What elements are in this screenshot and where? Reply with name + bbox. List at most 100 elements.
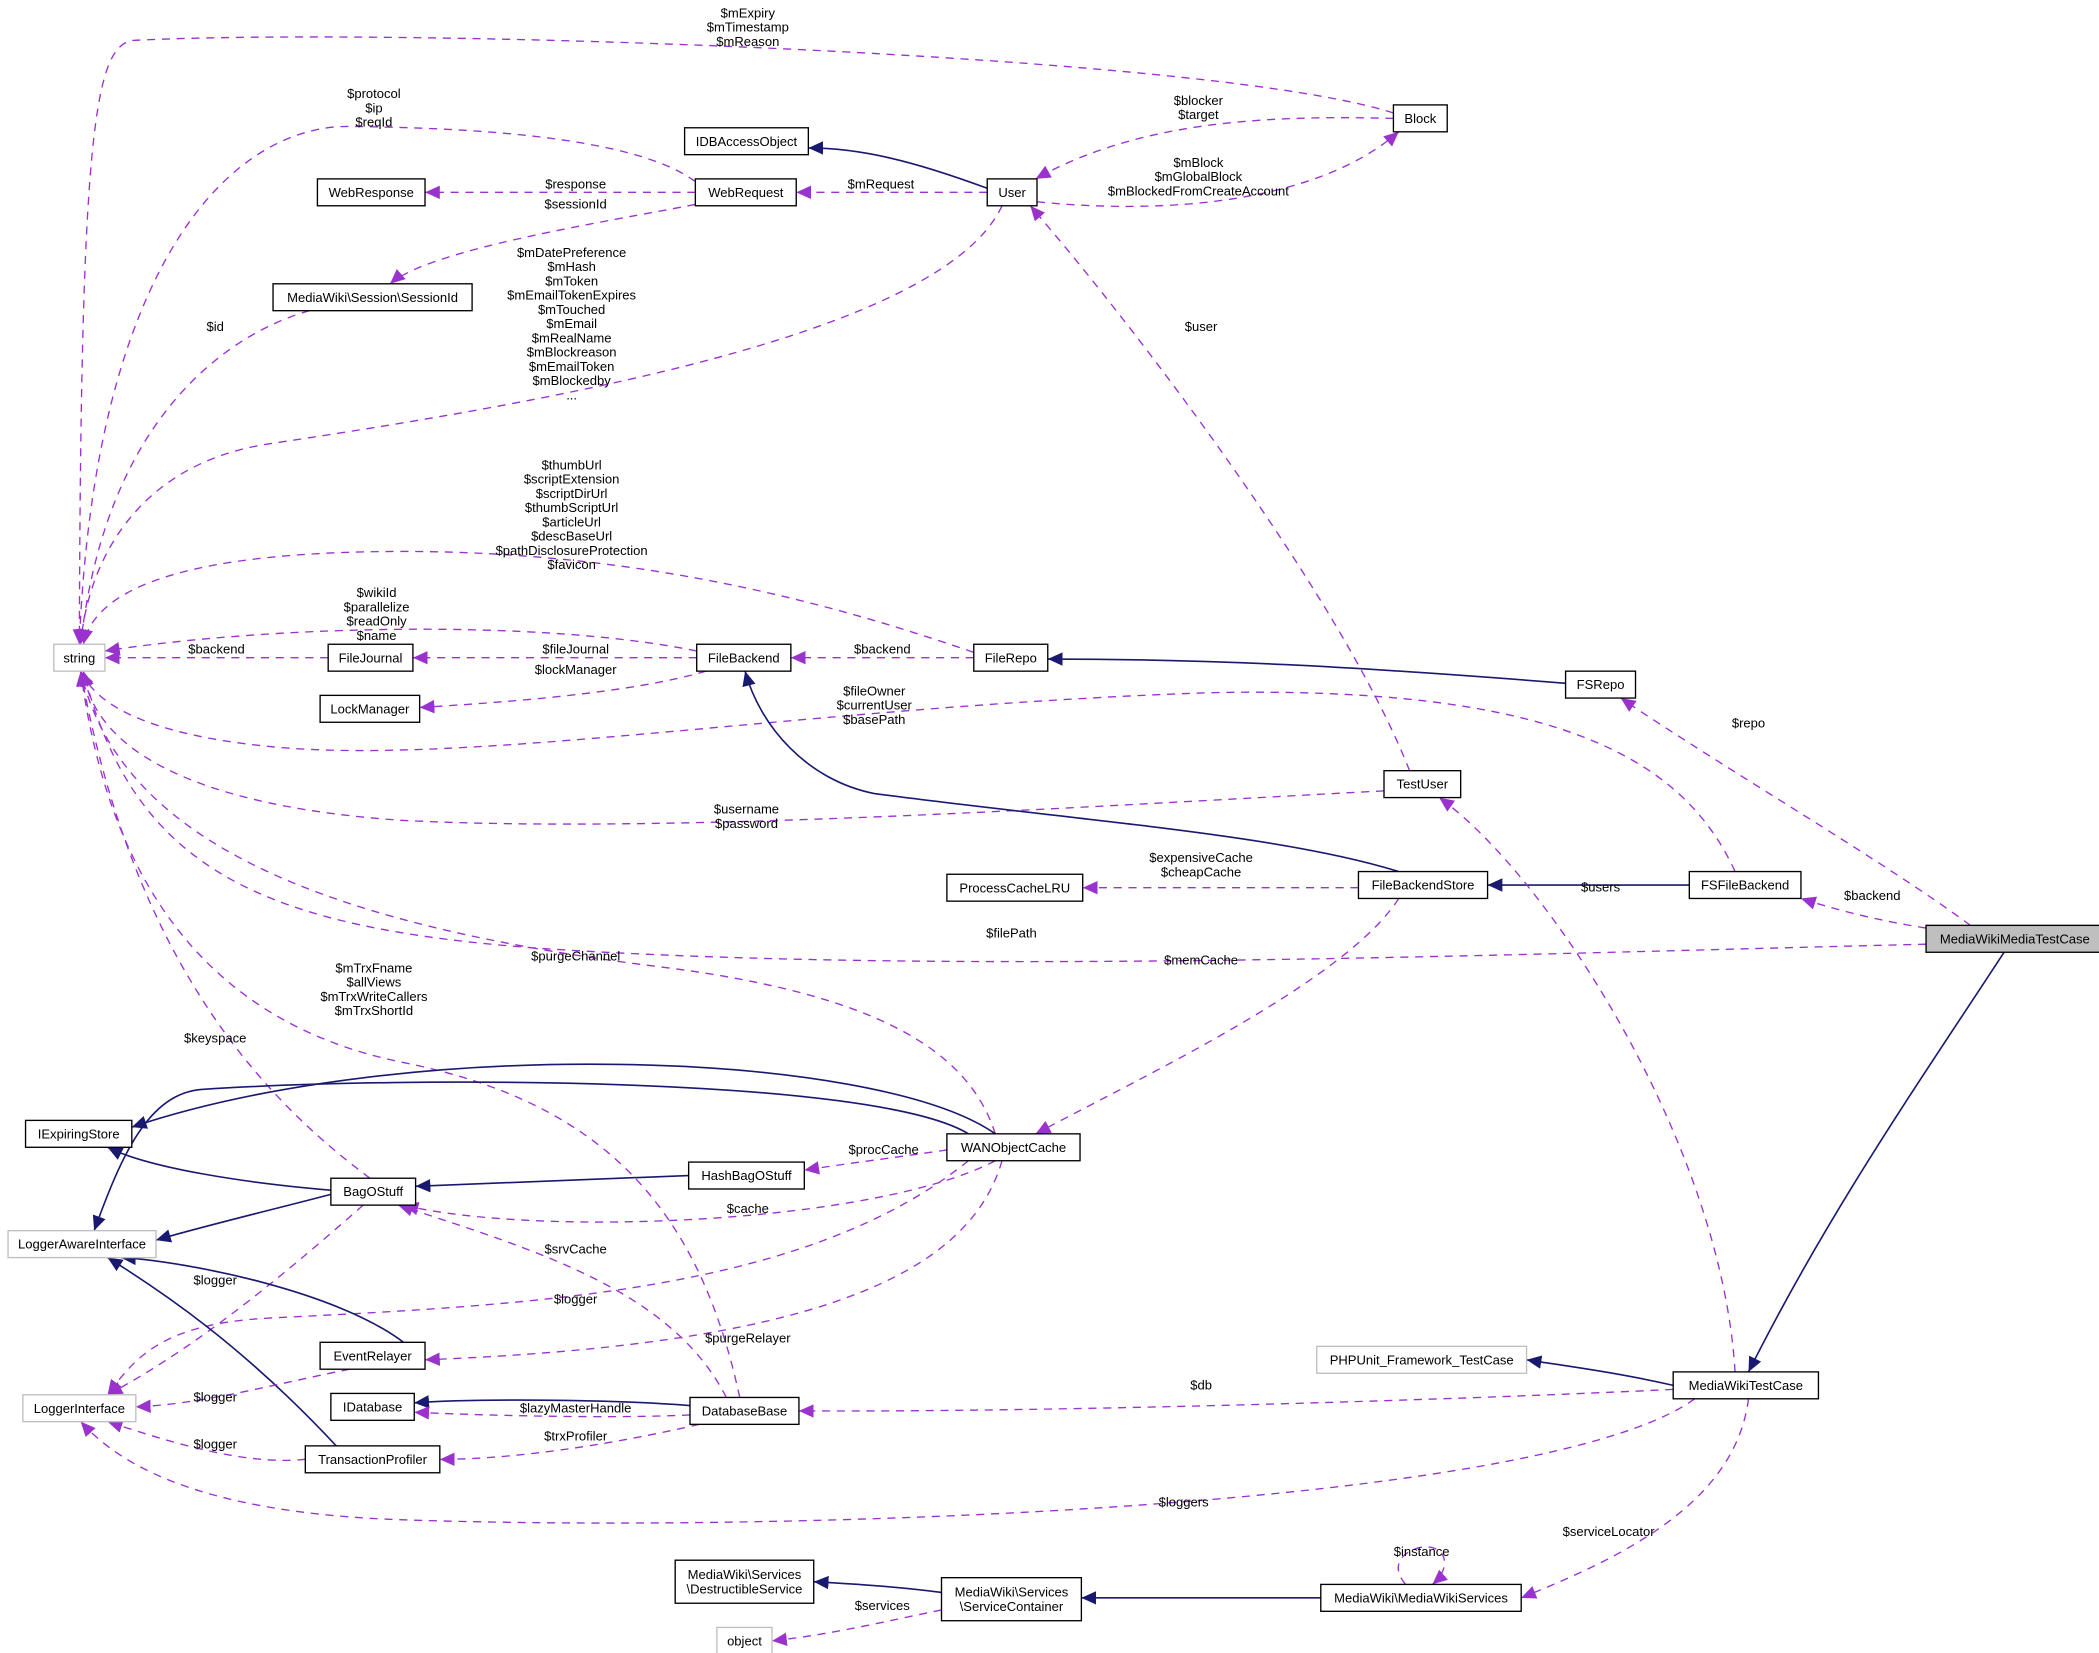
- class-node-loggerawareinterface[interactable]: LoggerAwareInterface: [7, 1230, 157, 1259]
- class-node-phpunit[interactable]: PHPUnit_Framework_TestCase: [1316, 1345, 1528, 1374]
- edge-label: $pathDisclosureProtection: [496, 543, 648, 558]
- edge-label: $scriptDirUrl: [536, 486, 608, 501]
- class-node-mediawikitestcase[interactable]: MediaWikiTestCase: [1672, 1371, 1820, 1400]
- class-node-label: string: [63, 650, 95, 665]
- class-node-idbaccessobject[interactable]: IDBAccessObject: [683, 127, 810, 156]
- edge-label: $mRequest: [848, 176, 915, 191]
- edge-label: $logger: [193, 1272, 237, 1287]
- class-node-box: [689, 1396, 800, 1426]
- class-node-filejournal[interactable]: FileJournal: [327, 643, 414, 672]
- edge-label: $scriptExtension: [524, 472, 620, 487]
- class-node-string[interactable]: string: [53, 643, 106, 672]
- class-node-label: FileRepo: [985, 650, 1037, 665]
- class-node-label: User: [998, 185, 1026, 200]
- class-node-webresponse[interactable]: WebResponse: [316, 178, 426, 207]
- class-node-label: LockManager: [330, 701, 410, 716]
- usage-edge-sessionid-to-string: [75, 310, 310, 645]
- class-node-box: [7, 1230, 157, 1259]
- class-node-label: TransactionProfiler: [318, 1452, 428, 1467]
- class-node-box: [946, 873, 1084, 902]
- class-node-box: [330, 1392, 415, 1421]
- edge-label: $mTrxShortId: [335, 1003, 413, 1018]
- edge-label: $id: [207, 319, 224, 334]
- class-node-label: LoggerInterface: [34, 1401, 125, 1416]
- inheritance-edge-hashbagostuff-to-bagostuff: [415, 1174, 689, 1193]
- class-node-box: [24, 1119, 133, 1148]
- class-node-user[interactable]: User: [986, 178, 1038, 207]
- class-node-box: [316, 178, 426, 207]
- usage-edge-mediawikitestcase-to-databasebase: [798, 1388, 1674, 1418]
- class-node-box: [1392, 104, 1448, 133]
- edge-label: $services: [855, 1598, 911, 1613]
- class-node-sessionid[interactable]: MediaWiki\Session\SessionId: [272, 283, 473, 312]
- usage-edge-block-to-user: [1035, 117, 1394, 180]
- class-node-bagostuff[interactable]: BagOStuff: [330, 1177, 417, 1206]
- inheritance-edge-databasebase-to-idatabase: [414, 1395, 691, 1409]
- class-node-box: [272, 283, 473, 312]
- class-node-transactionprofiler[interactable]: TransactionProfiler: [304, 1445, 441, 1474]
- class-node-wanobjectcache[interactable]: WANObjectCache: [946, 1133, 1081, 1162]
- usage-edge-block-to-string: [72, 36, 1394, 645]
- edge-label: $serviceLocator: [1563, 1524, 1656, 1539]
- class-node-webrequest[interactable]: WebRequest: [694, 178, 797, 207]
- class-node-box: [1357, 870, 1489, 900]
- class-node-label: LoggerAwareInterface: [18, 1237, 146, 1252]
- edge-label: $mReason: [716, 34, 779, 49]
- edge-label: $wikiId: [357, 585, 397, 600]
- class-node-destructibleservice[interactable]: MediaWiki\Services\DestructibleService: [674, 1559, 815, 1604]
- class-node-fsfilebackend[interactable]: FSFileBackend: [1688, 870, 1802, 900]
- edge-label: $response: [545, 176, 606, 191]
- class-node-box: [986, 178, 1038, 207]
- class-node-filebackend[interactable]: FileBackend: [696, 643, 792, 672]
- edge-label: $mExpiry: [721, 5, 776, 20]
- edge-label: $sessionId: [545, 196, 607, 211]
- class-node-label: Block: [1404, 111, 1436, 126]
- class-node-box: [1383, 770, 1462, 799]
- class-node-box: [319, 694, 421, 723]
- class-node-label: WebResponse: [329, 185, 414, 200]
- usage-edge-mediawikitestcase-to-testuser: [1438, 797, 1736, 1372]
- class-node-fsrepo[interactable]: FSRepo: [1564, 670, 1637, 699]
- class-node-servicecontainer[interactable]: MediaWiki\Services\ServiceContainer: [940, 1577, 1083, 1622]
- edge-label: $expensiveCache: [1149, 850, 1253, 865]
- edge-label: $mEmail: [546, 316, 597, 331]
- class-node-object[interactable]: object: [716, 1626, 773, 1653]
- class-node-label: PHPUnit_Framework_TestCase: [1330, 1352, 1514, 1367]
- usage-edge-eventrelayer-to-loggerinterface: [135, 1368, 350, 1413]
- class-node-filerepo[interactable]: FileRepo: [973, 643, 1049, 672]
- class-node-box: [1925, 924, 2099, 953]
- class-node-box: [687, 1161, 805, 1190]
- edge-label: $cheapCache: [1161, 864, 1241, 879]
- class-node-loggerinterface[interactable]: LoggerInterface: [22, 1394, 137, 1423]
- usage-edge-transactionprofiler-to-loggerinterface: [107, 1419, 306, 1461]
- inheritance-edge-mediawikimediatestcase-to-mediawikitestcase: [1747, 951, 2005, 1373]
- edge-label: $backend: [188, 642, 245, 657]
- edge-label: $reqId: [355, 115, 392, 130]
- class-node-databasebase[interactable]: DatabaseBase: [689, 1396, 800, 1426]
- class-node-lockmanager[interactable]: LockManager: [319, 694, 421, 723]
- usage-edge-databasebase-to-bagostuff: [397, 1203, 727, 1398]
- class-node-mediawikiservices[interactable]: MediaWiki\MediaWikiServices: [1320, 1583, 1522, 1612]
- edge-label: $mRealName: [532, 330, 612, 345]
- edge-label: $mBlockedby: [533, 373, 612, 388]
- class-node-mediawikimediatestcase[interactable]: MediaWikiMediaTestCase: [1925, 924, 2099, 953]
- edge-label: $procCache: [849, 1142, 919, 1157]
- usage-edge-filebackend-to-lockmanager: [419, 670, 707, 714]
- usage-edge-wanobjectcache-to-string: [77, 671, 996, 1135]
- class-node-box: [694, 178, 797, 207]
- class-node-hashbagostuff[interactable]: HashBagOStuff: [687, 1161, 805, 1190]
- class-node-idatabase[interactable]: IDatabase: [330, 1392, 415, 1421]
- class-node-block[interactable]: Block: [1392, 104, 1448, 133]
- class-node-label: object: [727, 1633, 762, 1648]
- class-node-processcachelru[interactable]: ProcessCacheLRU: [946, 873, 1084, 902]
- class-node-filebackendstore[interactable]: FileBackendStore: [1357, 870, 1489, 900]
- class-node-eventrelayer[interactable]: EventRelayer: [319, 1341, 426, 1370]
- class-node-label: FSRepo: [1577, 677, 1625, 692]
- edge-label: $memCache: [1164, 952, 1238, 967]
- inheritance-edge-transactionprofiler-to-loggerawareinterface: [107, 1256, 337, 1447]
- class-node-iexpiringstore[interactable]: IExpiringStore: [24, 1119, 133, 1148]
- inheritance-edge-wanobjectcache-to-iexpiringstore: [131, 1063, 996, 1135]
- class-node-testuser[interactable]: TestUser: [1383, 770, 1462, 799]
- usage-edge-databasebase-to-transactionprofiler: [439, 1423, 700, 1467]
